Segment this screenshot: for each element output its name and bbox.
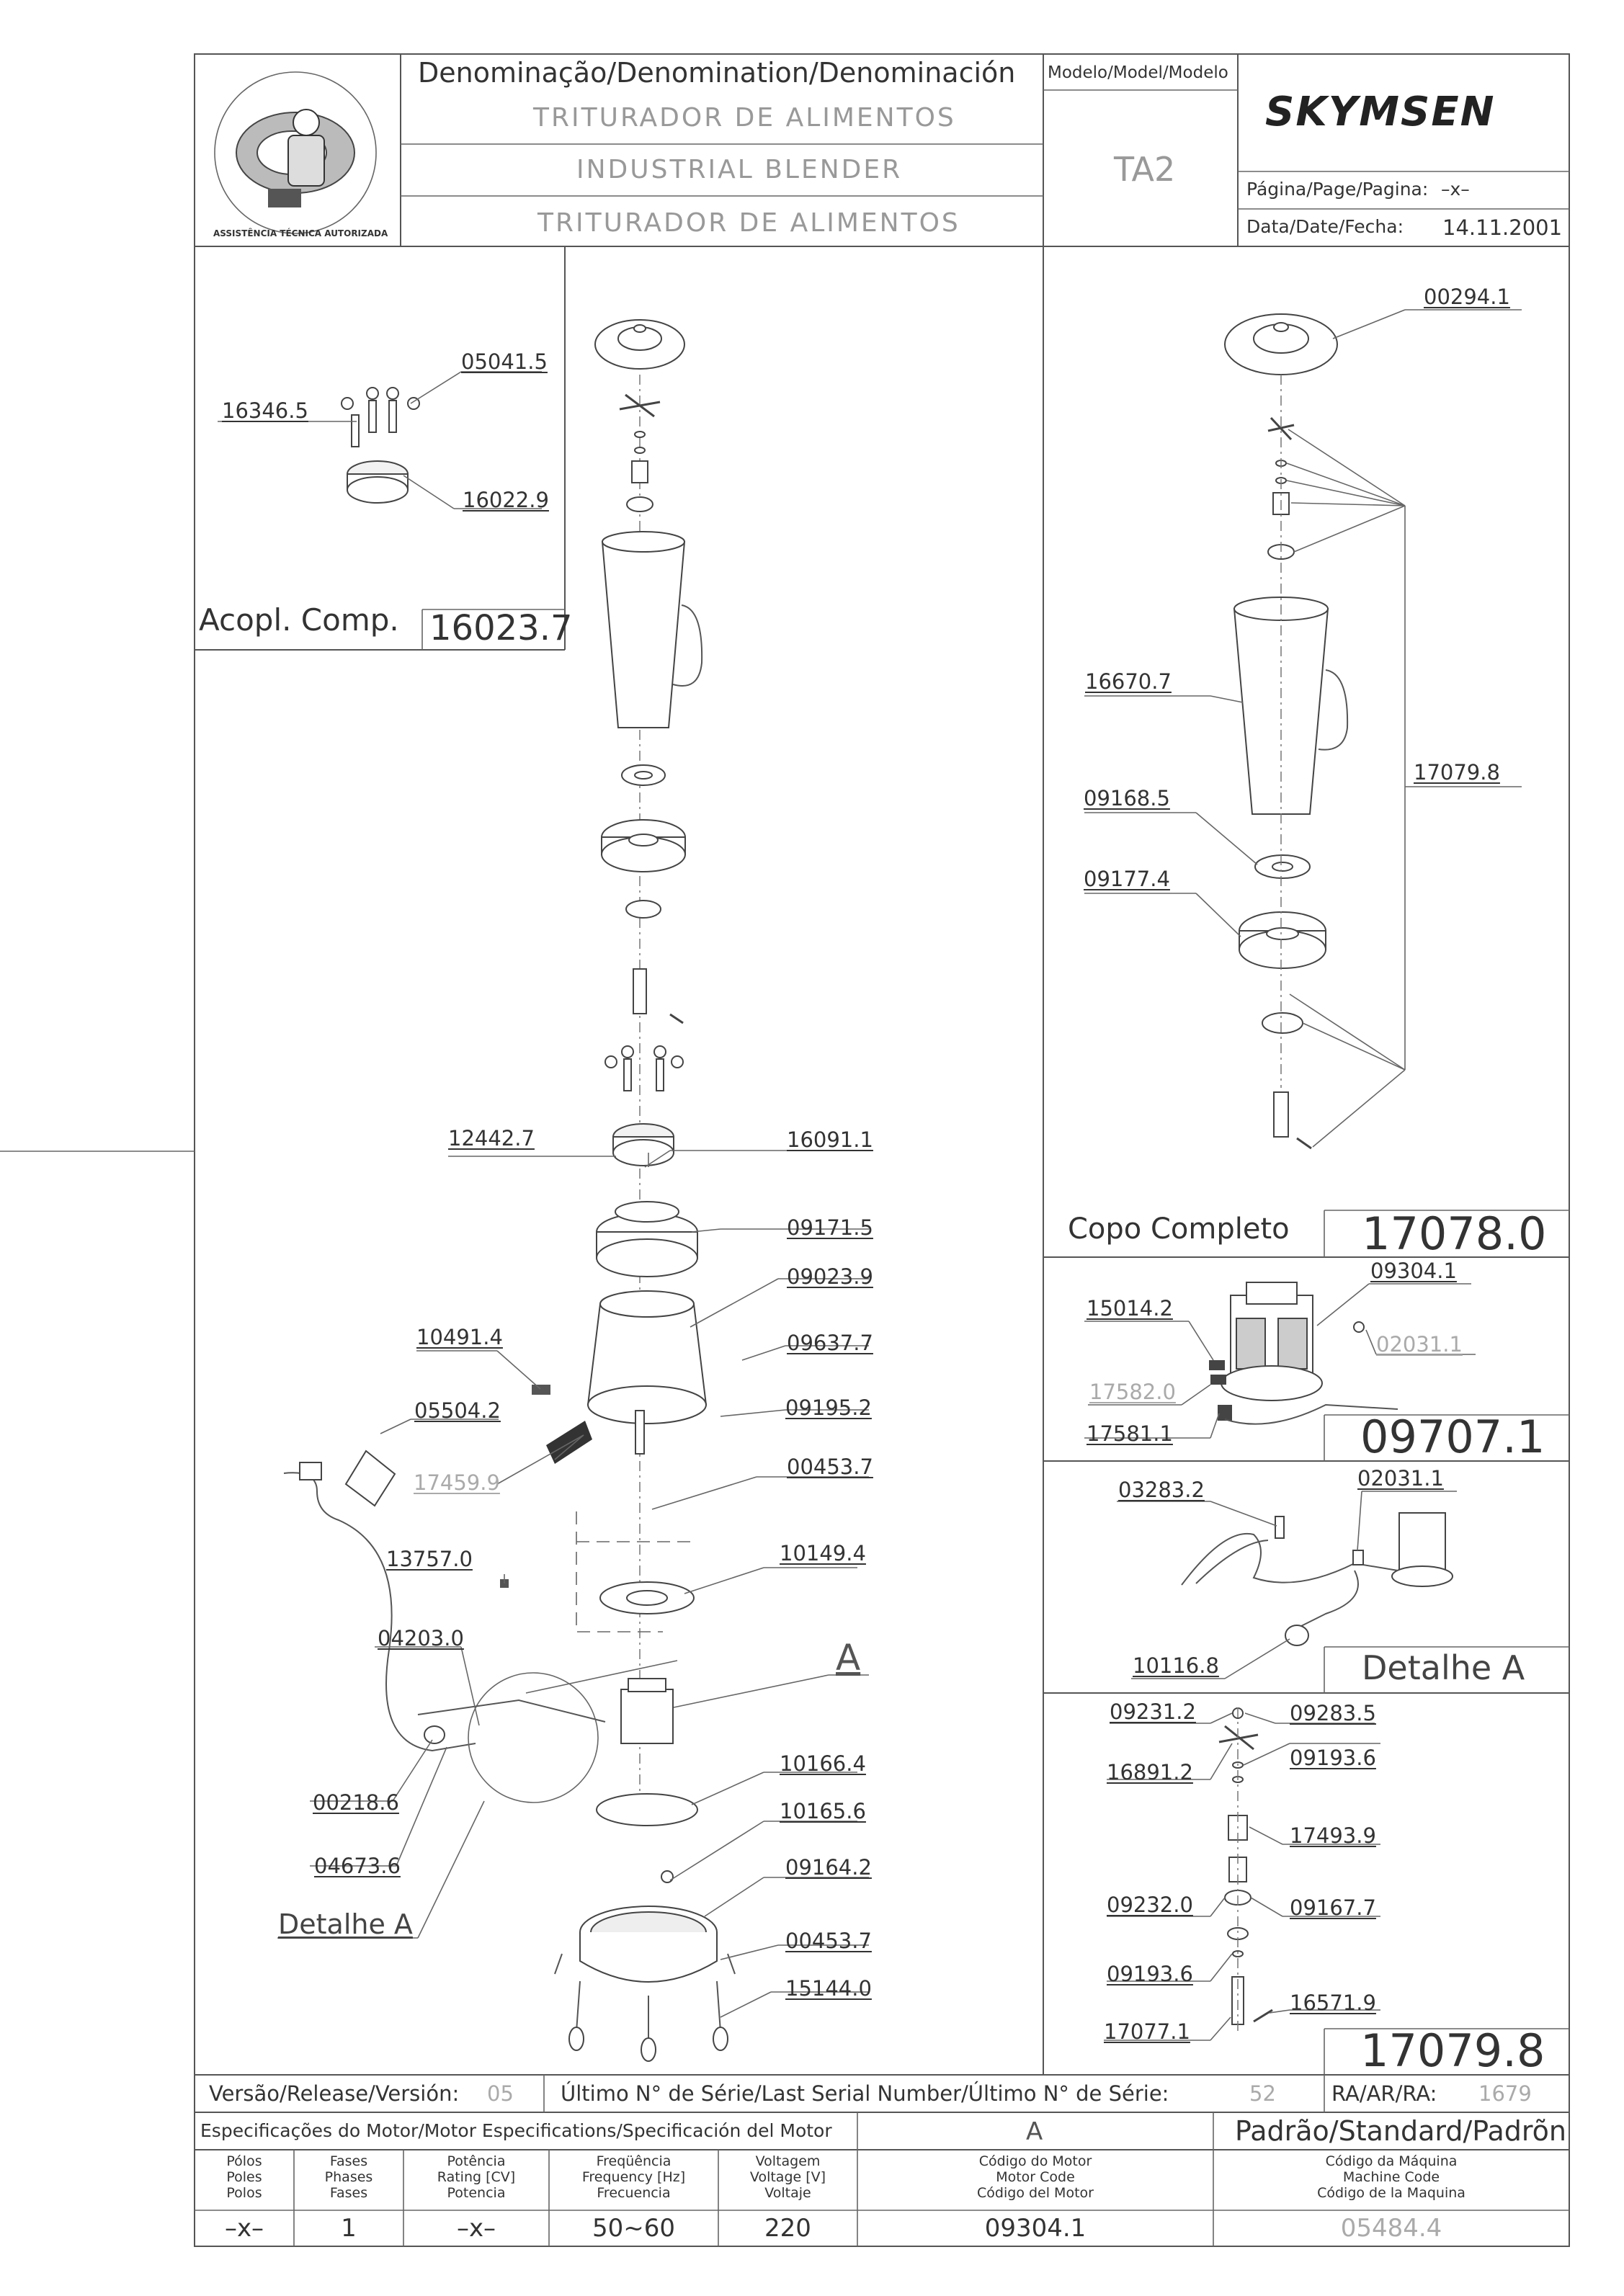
standard-label: Padrão/Standard/Padrõn	[1235, 2115, 1566, 2147]
detail-a-label: Detalhe A	[278, 1908, 413, 1940]
part-label: 10166.4	[780, 1751, 866, 1776]
page-label: Página/Page/Pagina:	[1246, 179, 1429, 200]
part-label: 05041.5	[461, 349, 548, 374]
part-label: 10165.6	[780, 1799, 866, 1823]
spec-head-motor-code: Código do Motor Motor Code Código del Mo…	[977, 2153, 1094, 2201]
spec-head-rating: Potência Rating [CV] Potencia	[437, 2153, 516, 2201]
part-label: 00453.7	[785, 1929, 872, 1953]
part-label: 09231.2	[1110, 1699, 1196, 1724]
part-label: 17581.1	[1087, 1421, 1173, 1446]
shaft-assembly-drawing	[1104, 1707, 1380, 2041]
serial-value: 52	[1249, 2081, 1276, 2106]
shaft-assembly-code: 17079.8	[1360, 2024, 1545, 2077]
spec-value-machine-code: 05484.4	[1340, 2214, 1442, 2243]
version-label: Versão/Release/Versión:	[209, 2081, 460, 2106]
part-label: 17493.9	[1290, 1823, 1376, 1848]
part-label: 09637.7	[787, 1331, 873, 1355]
spec-head-machine-code: Código da Máquina Machine Code Código de…	[1317, 2153, 1465, 2201]
cup-assembly-title: Copo Completo	[1068, 1212, 1290, 1246]
part-label: 15144.0	[785, 1976, 872, 2001]
brand-logo: SKYMSEN	[1265, 89, 1496, 135]
part-label: 10116.8	[1133, 1653, 1219, 1678]
part-label: 09164.2	[785, 1855, 872, 1880]
part-label: 17079.8	[1414, 760, 1500, 785]
part-label: 12442.7	[448, 1126, 535, 1151]
detail-a-title: Detalhe A	[1362, 1648, 1525, 1687]
date-label: Data/Date/Fecha:	[1246, 216, 1404, 237]
date-value: 14.11.2001	[1442, 215, 1563, 240]
detail-a-callout: A	[836, 1637, 861, 1679]
page-value: –x–	[1441, 179, 1470, 200]
part-label: 17077.1	[1104, 2019, 1190, 2044]
part-label: 00218.6	[313, 1790, 399, 1815]
product-name-en: INDUSTRIAL BLENDER	[576, 155, 903, 184]
part-label: 17582.0	[1089, 1380, 1176, 1404]
part-label: 10491.4	[416, 1325, 503, 1349]
model-value: TA2	[1114, 150, 1176, 189]
spec-value-rating: –x–	[456, 2214, 496, 2243]
spec-head-poles: Pólos Poles Polos	[226, 2153, 262, 2201]
part-label: 16346.5	[222, 398, 308, 423]
cup-assembly-drawing	[1084, 309, 1522, 1150]
spec-value-voltage: 220	[764, 2214, 811, 2243]
coupling-code: 16023.7	[429, 608, 573, 648]
part-label: 13757.0	[386, 1547, 473, 1571]
part-label: 04673.6	[314, 1854, 401, 1878]
part-label: 09168.5	[1084, 786, 1170, 810]
part-label: 09304.1	[1370, 1259, 1457, 1283]
part-label: 09167.7	[1290, 1895, 1376, 1920]
spec-head-phases: Fases Phases Fases	[324, 2153, 373, 2201]
denomination-label: Denominação/Denomination/Denominación	[418, 57, 1016, 89]
part-label: 09195.2	[785, 1395, 872, 1420]
version-value: 05	[487, 2081, 514, 2106]
main-exploded-drawing	[277, 319, 869, 2062]
spec-head-frequency: Freqüência Frequency [Hz] Frecuencia	[581, 2153, 686, 2201]
part-label: 09193.6	[1290, 1746, 1376, 1770]
part-label: 16571.9	[1290, 1991, 1376, 2015]
product-name-pt: TRITURADOR DE ALIMENTOS	[533, 103, 956, 133]
part-label: 03283.2	[1118, 1478, 1205, 1502]
motor-code: 09707.1	[1360, 1411, 1545, 1463]
motor-drawing	[1084, 1282, 1476, 1439]
part-label: 09283.5	[1290, 1701, 1376, 1725]
spec-value-poles: –x–	[224, 2214, 264, 2243]
part-label: 02031.1	[1376, 1332, 1463, 1357]
logo-caption: ASSISTÊNCIA TÉCNICA AUTORIZADA	[213, 228, 388, 238]
spec-value-phases: 1	[341, 2214, 357, 2243]
cup-assembly-code: 17078.0	[1362, 1207, 1547, 1260]
part-label: 16091.1	[787, 1127, 873, 1152]
part-label: 09177.4	[1084, 867, 1170, 891]
part-label: 05504.2	[414, 1398, 501, 1423]
motor-spec-value: A	[1026, 2117, 1043, 2146]
product-name-es: TRITURADOR DE ALIMENTOS	[537, 208, 960, 238]
part-label: 16670.7	[1085, 669, 1172, 694]
part-label: 09193.6	[1107, 1962, 1193, 1986]
part-label: 04203.0	[378, 1626, 464, 1650]
serial-label: Último N° de Série/Last Serial Number/Úl…	[561, 2081, 1169, 2106]
coupling-title: Acopl. Comp.	[199, 602, 399, 638]
model-label: Modelo/Model/Modelo	[1048, 63, 1228, 82]
part-label: 09232.0	[1107, 1893, 1193, 1917]
part-label: 00294.1	[1424, 285, 1510, 309]
ra-value: 1679	[1478, 2081, 1532, 2106]
spec-value-motor-code: 09304.1	[984, 2214, 1087, 2243]
part-label: 15014.2	[1087, 1296, 1173, 1321]
part-label: 16022.9	[463, 488, 549, 512]
part-label: 17459.9	[414, 1470, 500, 1495]
ra-label: RA/AR/RA:	[1331, 2081, 1437, 2106]
detail-a-drawing	[1117, 1491, 1457, 1679]
coupling-drawing	[218, 371, 542, 509]
part-label: 09023.9	[787, 1264, 873, 1289]
part-label: 00453.7	[787, 1455, 873, 1479]
logo-emblem	[214, 71, 377, 234]
spec-value-frequency: 50~60	[592, 2214, 675, 2243]
part-label: 09171.5	[787, 1215, 873, 1240]
part-label: 16891.2	[1107, 1760, 1193, 1784]
part-label: 10149.4	[780, 1541, 866, 1565]
part-label: 02031.1	[1357, 1466, 1444, 1491]
motor-spec-label: Especificações do Motor/Motor Especifica…	[200, 2120, 832, 2141]
spec-head-voltage: Voltagem Voltage [V] Voltaje	[749, 2153, 826, 2201]
